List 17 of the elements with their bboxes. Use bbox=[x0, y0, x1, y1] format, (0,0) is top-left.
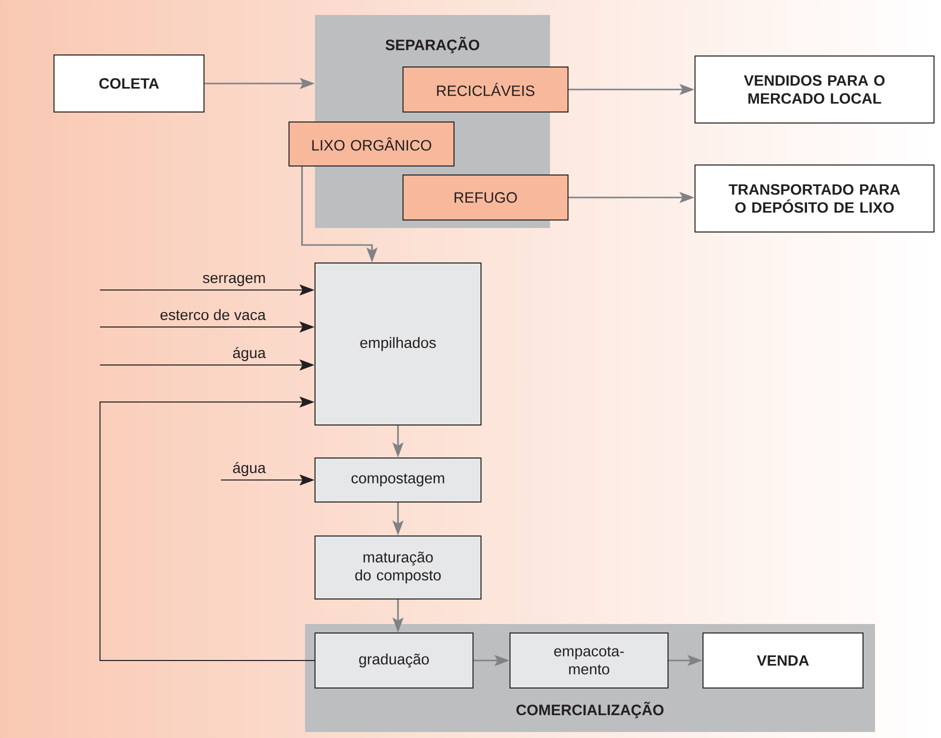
category-box: LIXO ORGÂNICO bbox=[288, 122, 454, 166]
outcome-box: VENDIDOS PARA O MERCADO LOCAL bbox=[694, 56, 935, 124]
process-box: maturação do composto bbox=[314, 536, 482, 600]
process-box: compostagem bbox=[314, 458, 482, 502]
edge-label: água bbox=[233, 346, 266, 362]
edge-label: serragem bbox=[202, 274, 265, 286]
process-box: graduação bbox=[314, 632, 474, 688]
outcome-box: TRANSPORTADO PARA O DEPÓSITO DE LIXO bbox=[694, 164, 935, 232]
category-box: RECICLÁVEIS bbox=[402, 66, 568, 112]
process-box: empilhados bbox=[314, 262, 482, 426]
edge-label: água bbox=[233, 462, 266, 476]
process-box: COLETA bbox=[54, 54, 204, 112]
edge-label: esterco de vaca bbox=[160, 309, 266, 320]
outcome-box: VENDA bbox=[702, 632, 864, 688]
category-box: REFUGO bbox=[402, 174, 568, 220]
process-box: empacota- mento bbox=[510, 632, 668, 688]
arrow bbox=[100, 396, 315, 661]
